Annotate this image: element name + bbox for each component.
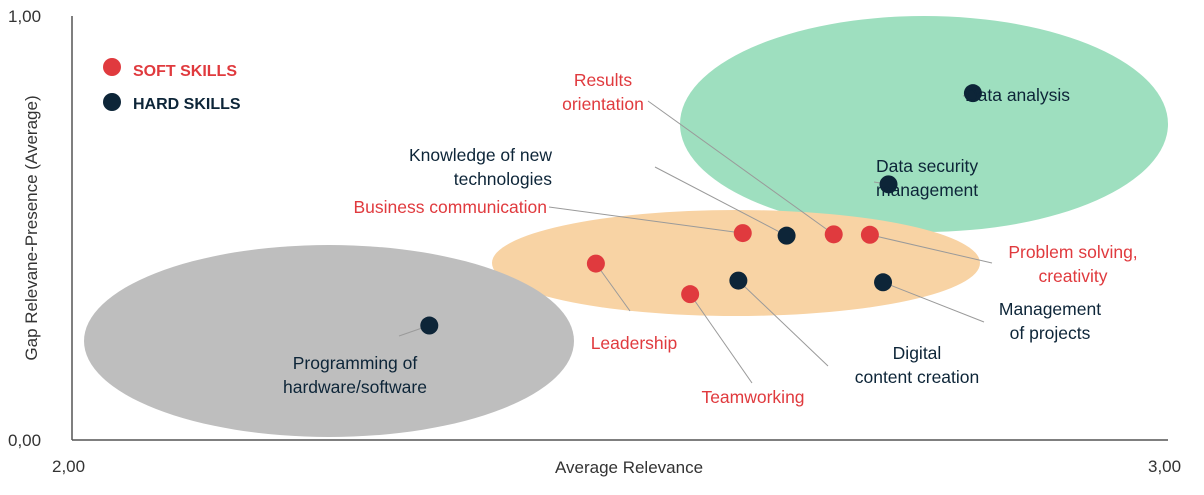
- point-knowledge-of-new-technologies: [777, 226, 796, 245]
- leader-line-teamworking: [689, 293, 753, 384]
- point-management-of-projects: [874, 273, 893, 292]
- cluster-ellipse-orange: [492, 210, 980, 316]
- point-teamworking: [681, 285, 700, 304]
- point-leadership: [586, 254, 605, 273]
- leader-line-business-communication: [548, 206, 743, 234]
- leader-line-leadership: [595, 263, 631, 312]
- label-teamworking: Teamworking: [701, 387, 804, 407]
- legend-marker-soft: [103, 58, 121, 76]
- y-tick-max: 1,00: [8, 7, 41, 26]
- leader-line-problem-solving-creativity: [869, 234, 993, 264]
- leader-line-digital-content-creation: [738, 280, 829, 367]
- point-problem-solving-creativity: [860, 225, 879, 244]
- label-data-analysis: Data analysis: [965, 85, 1070, 105]
- leader-line-results-orientation: [647, 100, 835, 235]
- leader-line-management-of-projects: [882, 281, 985, 323]
- x-tick-max: 3,00: [1148, 457, 1181, 476]
- point-results-orientation: [824, 225, 843, 244]
- point-data-security-management: [879, 175, 898, 194]
- label-business-communication: Business communication: [353, 197, 547, 217]
- point-business-communication: [733, 224, 752, 243]
- label-problem-solving-creativity: Problem solving,creativity: [1008, 242, 1137, 286]
- leader-line-knowledge-of-new-technologies: [654, 166, 787, 237]
- data-points: [420, 84, 982, 335]
- axes: 1,00 0,00 2,00 3,00 Average Relevance Ga…: [8, 7, 1181, 477]
- legend-marker-hard: [103, 93, 121, 111]
- y-tick-min: 0,00: [8, 431, 41, 450]
- legend: SOFT SKILLS HARD SKILLS: [103, 58, 241, 113]
- x-tick-min: 2,00: [52, 457, 85, 476]
- point-programming-of-hardware-software: [420, 316, 439, 335]
- cluster-ellipse-green: [680, 16, 1168, 232]
- point-data-analysis: [963, 84, 982, 103]
- label-leadership: Leadership: [591, 333, 678, 353]
- point-digital-content-creation: [729, 271, 748, 290]
- y-axis-label: Gap Relevane-Presence (Average): [22, 95, 41, 360]
- legend-label-hard: HARD SKILLS: [133, 96, 241, 113]
- x-axis-label: Average Relevance: [555, 458, 703, 477]
- cluster-ellipse-gray: [84, 245, 574, 437]
- legend-label-soft: SOFT SKILLS: [133, 63, 237, 80]
- cluster-ellipses: [84, 16, 1168, 437]
